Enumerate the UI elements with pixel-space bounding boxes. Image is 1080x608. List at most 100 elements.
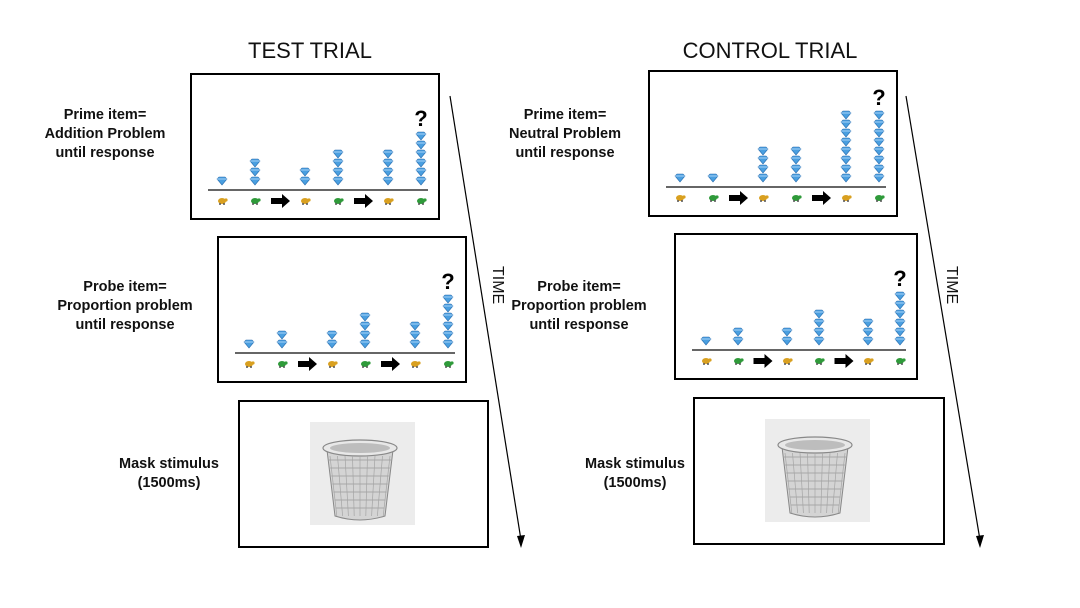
orange-turtle-icon [245,361,255,368]
control-probe-panel: ? [674,233,918,380]
right-arrow-icon [812,191,831,205]
blue-diamond-icon [382,176,394,186]
blue-diamond-icon [442,321,454,331]
right-arrow-icon [271,194,290,208]
basket-image [765,419,870,522]
blue-diamond-icon [332,149,344,159]
blue-diamond-icon [442,312,454,322]
blue-diamond-icon [873,164,885,174]
blue-diamond-icon [359,330,371,340]
orange-turtle-icon [328,361,338,368]
green-turtle-icon [896,358,906,365]
test-prime-diagram: ? [208,106,428,208]
test-probe-panel: ? [217,236,467,383]
basket-image [310,422,415,525]
blue-diamond-icon [873,173,885,183]
blue-diamond-icon [332,158,344,168]
blue-diamond-icon [840,119,852,129]
blue-diamond-icon [813,309,825,319]
orange-turtle-icon [783,358,793,365]
control-probe-label-line2: Proportion problem [511,298,647,314]
control-mask-panel [693,397,945,545]
right-arrow-icon [381,357,400,371]
control-prime-label-line2: Neutral Problem [509,126,621,142]
basket-shape [777,436,853,518]
test-probe-diagram: ? [235,269,455,371]
control-prime-label: Prime item= Neutral Problem until respon… [470,106,660,163]
blue-diamond-icon [757,146,769,156]
green-turtle-icon [334,198,344,205]
green-turtle-icon [251,198,261,205]
control-prime-diagram: ? [666,85,886,205]
green-turtle-icon [444,361,454,368]
blue-diamond-icon [813,336,825,346]
control-mask-label: Mask stimulus (1500ms) [540,455,730,493]
blue-diamond-icon [840,164,852,174]
right-arrow-icon [834,354,854,368]
blue-diamond-icon [243,339,255,349]
blue-diamond-icon [873,128,885,138]
blue-diamond-icon [276,330,288,340]
blue-diamond-icon [415,167,427,177]
blue-diamond-icon [873,119,885,129]
blue-diamond-icon [894,327,906,337]
test-trial-title: TEST TRIAL [248,38,372,63]
blue-diamond-icon [840,173,852,183]
blue-diamond-icon [813,327,825,337]
blue-diamond-icon [382,149,394,159]
blue-diamond-icon [415,176,427,186]
test-prime-label-line3: until response [55,145,155,161]
blue-diamond-icon [781,327,793,337]
blue-diamond-icon [249,158,261,168]
blue-diamond-icon [415,140,427,150]
blue-diamond-icon [299,176,311,186]
test-prime-label: Prime item= Addition Problem until respo… [10,106,200,163]
orange-turtle-icon [301,198,311,205]
blue-diamond-icon [409,339,421,349]
orange-turtle-icon [864,358,874,365]
orange-turtle-icon [842,195,852,202]
blue-diamond-icon [732,327,744,337]
blue-diamond-icon [813,318,825,328]
blue-diamond-icon [700,336,712,346]
blue-diamond-icon [732,336,744,346]
blue-diamond-icon [299,167,311,177]
question-mark: ? [414,106,427,131]
blue-diamond-icon [894,291,906,301]
blue-diamond-icon [894,300,906,310]
blue-diamond-icon [873,146,885,156]
blue-diamond-icon [840,155,852,165]
blue-diamond-icon [442,294,454,304]
blue-diamond-icon [840,137,852,147]
blue-diamond-icon [790,173,802,183]
blue-diamond-icon [382,158,394,168]
blue-diamond-icon [873,155,885,165]
right-arrow-icon [298,357,317,371]
blue-diamond-icon [276,339,288,349]
question-mark: ? [872,85,885,110]
blue-diamond-icon [790,155,802,165]
test-probe-label-line2: Proportion problem [57,298,193,314]
control-probe-label: Probe item= Proportion problem until res… [484,278,674,335]
blue-diamond-icon [781,336,793,346]
blue-diamond-icon [249,176,261,186]
blue-diamond-icon [332,167,344,177]
control-probe-label-line1: Probe item= [537,279,621,295]
green-turtle-icon [417,198,427,205]
blue-diamond-icon [409,321,421,331]
blue-diamond-icon [840,146,852,156]
blue-diamond-icon [873,137,885,147]
control-trial-title: CONTROL TRIAL [682,38,858,63]
control-prime-label-line3: until response [515,145,615,161]
blue-diamond-icon [674,173,686,183]
blue-diamond-icon [442,339,454,349]
orange-turtle-icon [384,198,394,205]
blue-diamond-icon [359,321,371,331]
blue-diamond-icon [415,131,427,141]
test-mask-label: Mask stimulus (1500ms) [74,455,264,493]
right-arrow-icon [729,191,748,205]
blue-diamond-icon [757,173,769,183]
blue-diamond-icon [216,176,228,186]
test-prime-label-line2: Addition Problem [44,126,166,142]
blue-diamond-icon [757,164,769,174]
